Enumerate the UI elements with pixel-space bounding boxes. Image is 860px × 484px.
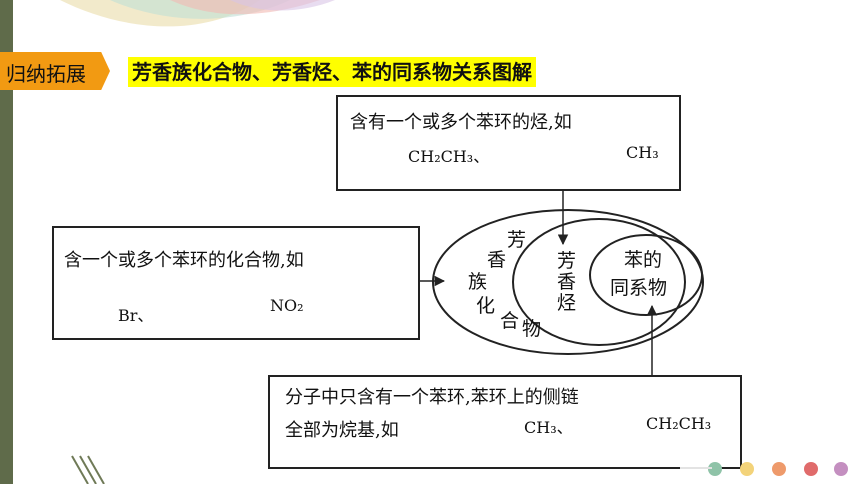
outer-label-char-3: 族 [468,271,488,293]
decor-dot-1 [708,462,722,476]
inner-label-line1: 苯的 [624,249,663,271]
ethyl-formula-bottom: CH₂CH₃ [646,414,712,433]
outer-label-char-4: 化 [476,295,496,317]
slide-title: 芳香族化合物、芳香烃、苯的同系物关系图解 [128,57,536,87]
aromatic-hydrocarbons-circle [512,218,686,346]
methyl-formula-bottom: CH₃、 [524,418,573,437]
aromatic-compounds-circle [432,209,704,355]
decor-dot-2 [740,462,754,476]
left-accent-bar [0,0,13,484]
benzene-homologs-circle [589,234,703,316]
decor-dot-4 [804,462,818,476]
methyl-group-formula: CH₃ [626,143,659,162]
bromo-formula: Br、 [118,306,154,325]
decor-dot-5 [834,462,848,476]
header-decoration [60,0,335,27]
benzene-homolog-definition-line1: 分子中只含有一个苯环,苯环上的侧链 [285,387,579,408]
ethyl-group-formula: CH₂CH₃、 [408,147,490,166]
decor-dot-3 [772,462,786,476]
aromatic-compound-definition: 含一个或多个苯环的化合物,如 [64,250,304,271]
inner-label-line2: 同系物 [610,277,668,299]
aromatic-hydrocarbon-definition: 含有一个或多个苯环的烃,如 [350,112,572,133]
outer-label-char-1: 芳 [507,229,527,251]
middle-label-char-3: 烃 [557,292,577,314]
section-tag: 归纳拓展 [0,52,110,90]
middle-label-char-2: 香 [557,271,577,293]
outer-label-char-2: 香 [487,249,507,271]
benzene-homolog-definition-box [268,375,742,469]
aromatic-compound-definition-box [52,226,420,340]
middle-label-char-1: 芳 [557,250,577,272]
outer-label-char-5: 合 [500,310,520,332]
nitro-formula: NO₂ [270,296,304,315]
outer-label-char-6: 物 [522,318,542,340]
aromatic-hydrocarbon-definition-box [336,95,681,191]
benzene-homolog-definition-line2: 全部为烷基,如 [285,420,399,441]
section-tag-label: 归纳拓展 [6,62,86,86]
